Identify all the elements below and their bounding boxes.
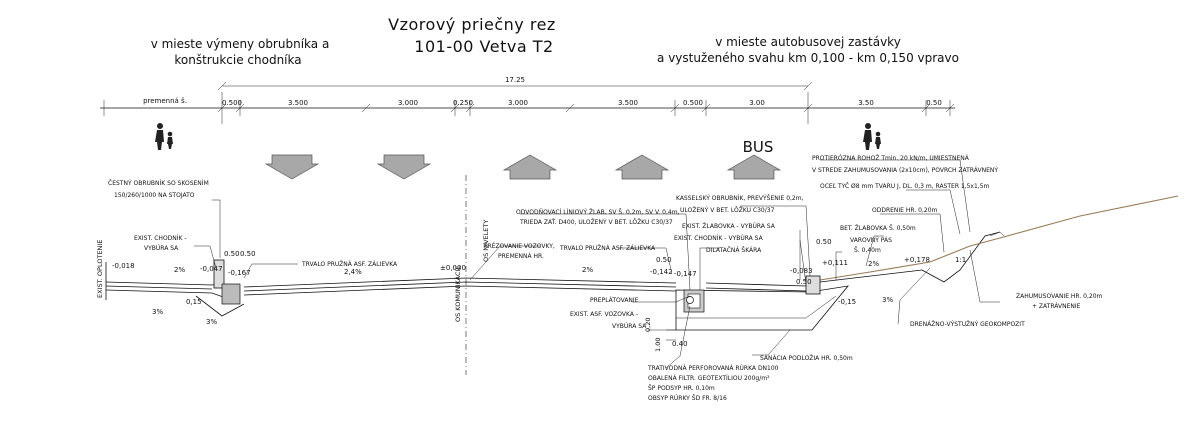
small-dim-b: 0.50 <box>240 250 256 258</box>
note-kassel-curb-2: ULOŽENÝ V BET. LÔŽKU C30/37 <box>680 206 775 214</box>
dimension-chain: premenná š. 0.500 3.500 3.000 0.250 3.00… <box>100 92 955 124</box>
leader-lines <box>194 159 1000 369</box>
total-dimension: 17.25 <box>217 76 813 91</box>
dim-050-edge: 0.50 <box>926 99 942 107</box>
level-3: -0,167 <box>228 269 251 277</box>
bus-label: BUS <box>743 138 774 156</box>
note-subgrade-remediation: SANÁCIA PODLOŽIA HR. 0,50m <box>760 354 853 362</box>
dim-0500-right: 0.500 <box>683 99 703 107</box>
small-dim-d: 0.50 <box>816 238 832 246</box>
note-erosion-mat-1: PROTIERÓZNA ROHOŽ Tmin. 20 kN/m, UMIESTN… <box>812 154 970 162</box>
curb-left <box>195 259 245 317</box>
level-11: -0,15 <box>838 298 856 306</box>
slope-2-4pct: 2,4% <box>344 268 362 276</box>
dim-3500-left: 3.500 <box>288 99 308 107</box>
note-exist-gutter: EXIST. ŽLABOVKA - VYBÚRA SA <box>682 222 776 230</box>
slope-1-1: 1:1 <box>955 256 966 264</box>
pedestrian-icon-right <box>863 123 881 150</box>
dim-3000-left: 3.000 <box>398 99 418 107</box>
note-sidewalk-left-1: EXIST. CHODNÍK - <box>134 235 187 242</box>
level-7: -0,083 <box>790 267 813 275</box>
note-topsoil-1: ZAHUMUSOVANIE HR. 0,20m <box>1016 293 1103 300</box>
left-header-line-2: konštrukcie chodníka <box>174 53 301 67</box>
note-warning-strip-2: Š. 0,40m <box>854 247 881 254</box>
note-warning-strip-1: VAROVNÝ PÁS <box>850 237 892 244</box>
fence-label: EXIST. OPLOTENIE <box>96 240 104 298</box>
note-drain-pipe-3: ŠP PODSYP HR. 0,10m <box>648 385 715 392</box>
note-drain-channel-2: TRIEDA ZAŤ. D400, ULOŽENÝ V BET. LÔŽKU C… <box>519 218 673 226</box>
small-dim-f: 0,20 <box>644 318 652 332</box>
note-sidewalk-left-2: VYBÚRA SA <box>144 245 179 252</box>
small-dim-g: 1.00 <box>654 338 662 352</box>
dim-3000-right: 3.000 <box>508 99 528 107</box>
level-6: -0,147 <box>674 270 697 278</box>
total-width-label: 17.25 <box>505 76 525 84</box>
pavement-structure-right <box>666 275 849 341</box>
arrow-down-icon <box>264 154 320 180</box>
slope-3pct-left-2: 3% <box>206 318 217 326</box>
dim-3500-right: 3.500 <box>618 99 638 107</box>
right-header-line-2: a vystuženého svahu km 0,100 - km 0,150 … <box>657 51 959 65</box>
arrow-up-icon <box>502 154 558 180</box>
note-drain-channel-1: ODVODŇOVACÍ LÍNIOVÝ ŽLAB, SV Š. 0,2m, SV… <box>516 208 680 216</box>
note-drain-pipe-1: TRATIVODNÁ PERFOROVANÁ RÚRKA DN100 <box>647 365 779 372</box>
level-10: 0,15 <box>186 298 202 306</box>
note-topsoil-2: + ZATRÁVNENIE <box>1032 303 1081 310</box>
note-curb-left-1: ČESTNÝ OBRUBNÍK SO SKOSENÍM <box>108 180 209 187</box>
dim-300-bus: 3.00 <box>749 99 765 107</box>
level-2: -0,047 <box>200 265 223 273</box>
axis-communication-label: OS KOMUNIKÁCIE <box>453 265 462 322</box>
slope-2pct-right: 2% <box>868 260 879 268</box>
note-curb-left-2: 150/260/1000 NA STOJATO <box>114 192 195 199</box>
small-dim-h: 0.50 <box>796 278 812 286</box>
note-asphalt-seal-right: TRVALO PRUŽNÁ ASF. ZÁLIEVKA <box>559 244 656 252</box>
dim-variable: premenná š. <box>143 97 187 105</box>
road-surface <box>105 195 1179 299</box>
note-drain-pipe-4: OBSYP RÚRKY ŠD FR. 8/16 <box>648 395 727 402</box>
title-line-1: Vzorový priečny rez <box>388 15 556 34</box>
right-header-line-1: v mieste autobusovej zastávky <box>715 35 901 49</box>
slope-3pct-right: 3% <box>882 296 893 304</box>
note-milling-2: PREMENNÁ HR. <box>498 253 544 260</box>
dim-0250: 0.250 <box>453 99 473 107</box>
note-concrete-gutter: BET. ŽLABOVKA Š. 0,50m <box>840 224 916 232</box>
level-1: -0,018 <box>112 262 135 270</box>
dim-0500-left: 0.500 <box>222 99 242 107</box>
note-drain-pipe-2: OBALENÁ FILTR. GEOTEXTÍLIOU 200g/m² <box>648 375 770 382</box>
note-milling-1: FRÉZOVANIE VOZOVKY, <box>484 242 555 250</box>
note-kassel-curb-1: KASSELSKÝ OBRUBNÍK, PREVÝŠENIE 0,2m, <box>676 195 804 202</box>
small-dim-e: 0.40 <box>672 340 688 348</box>
arrow-up-icon <box>726 154 782 180</box>
slope-2pct-bus: 2% <box>582 266 593 274</box>
arrow-up-icon <box>614 154 670 180</box>
note-expansion-joint: DILATAČNÁ ŠKÁRA <box>706 247 762 254</box>
slope-2pct-sidewalk: 2% <box>174 266 185 274</box>
note-geocomposite: DRENÁŽNO-VÝSTUŽNÝ GEOKOMPOZIT <box>910 320 1025 328</box>
note-drainage-layer: ODDRENIE HR. 0,20m <box>872 207 938 214</box>
pedestrian-icon-left <box>155 123 173 150</box>
note-exist-sidewalk-right: EXIST. CHODNÍK - VYBÚRA SA <box>674 235 764 242</box>
slope-3pct-left-1: 3% <box>152 308 163 316</box>
small-dim-a: 0.50 <box>224 250 240 258</box>
title-line-2: 101-00 Vetva T2 <box>414 37 553 56</box>
note-erosion-mat-2: V STREDE ZAHUMUSOVANIA (2x10cm), POVRCH … <box>812 167 998 174</box>
small-dim-c: 0.50 <box>656 256 672 264</box>
note-exist-pavement-1: EXIST. ASF. VOZOVKA - <box>570 311 638 318</box>
left-header-line-1: v mieste výmeny obrubníka a <box>151 37 330 51</box>
arrow-down-icon <box>376 154 432 180</box>
note-asphalt-seal-left: TRVALO PRUŽNÁ ASF. ZÁLIEVKA <box>301 260 398 268</box>
level-8: +0,111 <box>822 259 848 267</box>
note-overlapping: PREPLÁTOVANIE <box>590 297 639 304</box>
note-exist-pavement-2: VYBÚRA SA <box>612 323 647 330</box>
level-5: -0,142 <box>650 268 673 276</box>
dim-350-sidewalk: 3.50 <box>858 99 874 107</box>
level-9: +0,178 <box>904 256 930 264</box>
note-steel-bar: OCEĽ TYČ Ø8 mm TVARU J, DL. 0,3 m, RASTE… <box>820 183 990 190</box>
level-4: ±0,000 <box>440 264 466 272</box>
axis-grade-label: OS NIVELETY <box>482 220 490 262</box>
